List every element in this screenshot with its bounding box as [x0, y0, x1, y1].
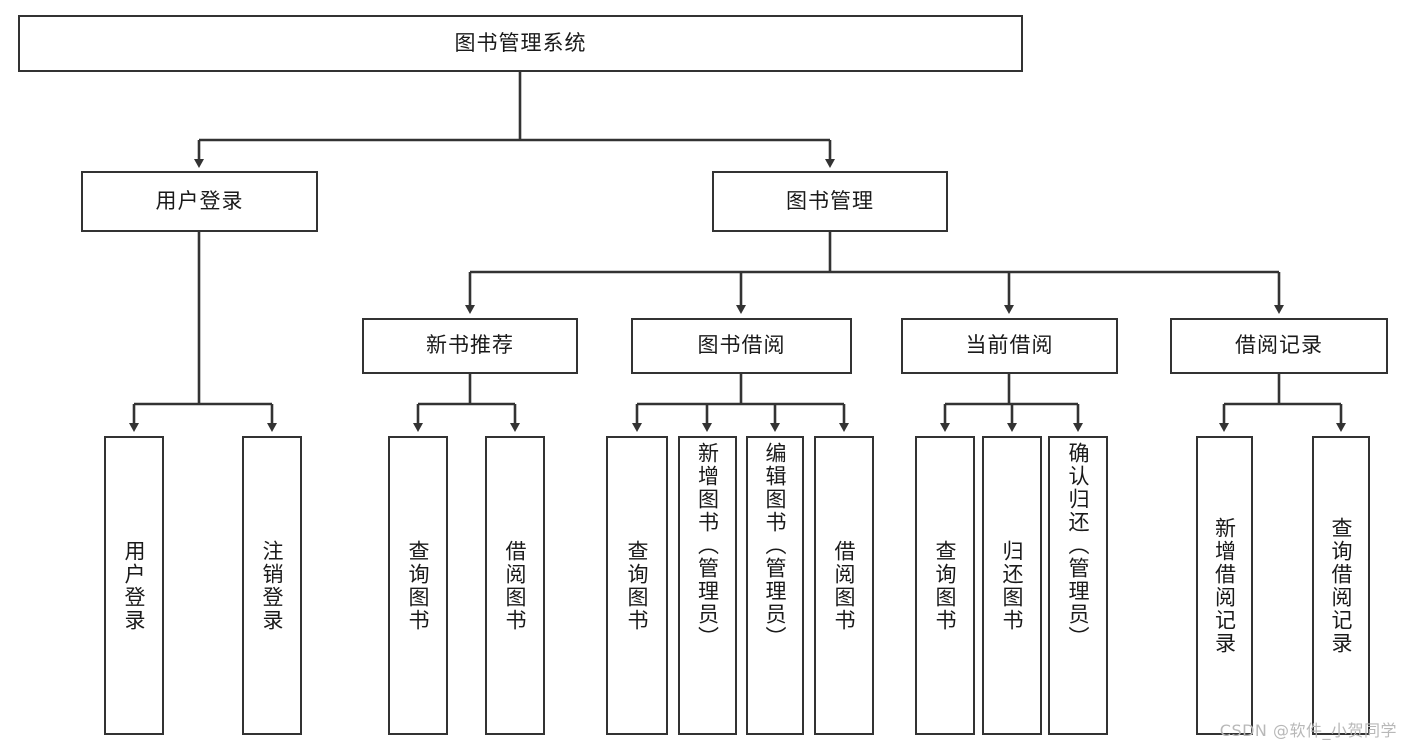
node-label: 用户登录 [155, 188, 244, 213]
leaf-label: 查询图书 [625, 539, 649, 632]
leaf-label: 新增借阅记录 [1212, 516, 1237, 655]
leaf-confirm-return-admin[interactable]: 确认归还（管理员） [1048, 436, 1108, 735]
node-label: 当前借阅 [965, 333, 1054, 358]
leaf-label: 确认归还（管理员） [1066, 442, 1090, 649]
leaf-query-book-recommend[interactable]: 查询图书 [388, 436, 448, 735]
node-label: 图书管理 [786, 188, 874, 213]
leaf-query-book-current[interactable]: 查询图书 [915, 436, 975, 735]
leaf-label: 新增图书（管理员） [695, 442, 720, 649]
leaf-label: 借阅图书 [832, 539, 856, 632]
leaf-label: 查询图书 [933, 539, 957, 632]
leaf-label: 注销登录 [260, 539, 284, 632]
node-label: 新书推荐 [426, 333, 514, 358]
node-book-management[interactable]: 图书管理 [712, 171, 948, 232]
leaf-add-book-admin[interactable]: 新增图书（管理员） [678, 436, 737, 735]
leaf-label: 编辑图书（管理员） [763, 442, 787, 649]
leaf-logout[interactable]: 注销登录 [242, 436, 302, 735]
leaf-query-borrow-record[interactable]: 查询借阅记录 [1312, 436, 1370, 735]
leaf-edit-book-admin[interactable]: 编辑图书（管理员） [746, 436, 804, 735]
node-label: 图书借阅 [697, 333, 786, 358]
leaf-add-borrow-record[interactable]: 新增借阅记录 [1196, 436, 1253, 735]
leaf-label: 借阅图书 [503, 539, 527, 632]
node-borrow-record[interactable]: 借阅记录 [1170, 318, 1388, 374]
node-current-borrow[interactable]: 当前借阅 [901, 318, 1118, 374]
node-new-book-recommend[interactable]: 新书推荐 [362, 318, 578, 374]
csdn-watermark: CSDN @软件_小贺同学 [1219, 721, 1397, 740]
node-book-borrow[interactable]: 图书借阅 [631, 318, 852, 374]
leaf-borrow-book-recommend[interactable]: 借阅图书 [485, 436, 545, 735]
node-root-system[interactable]: 图书管理系统 [18, 15, 1023, 72]
node-user-login[interactable]: 用户登录 [81, 171, 318, 232]
leaf-return-book[interactable]: 归还图书 [982, 436, 1042, 735]
leaf-label: 归还图书 [1000, 539, 1024, 632]
leaf-label: 查询借阅记录 [1329, 516, 1353, 655]
leaf-user-login[interactable]: 用户登录 [104, 436, 164, 735]
leaf-borrow-book[interactable]: 借阅图书 [814, 436, 874, 735]
leaf-label: 用户登录 [122, 539, 146, 632]
node-label: 借阅记录 [1235, 333, 1323, 358]
leaf-label: 查询图书 [406, 539, 430, 632]
node-label: 图书管理系统 [454, 30, 587, 55]
leaf-query-book-borrow[interactable]: 查询图书 [606, 436, 668, 735]
